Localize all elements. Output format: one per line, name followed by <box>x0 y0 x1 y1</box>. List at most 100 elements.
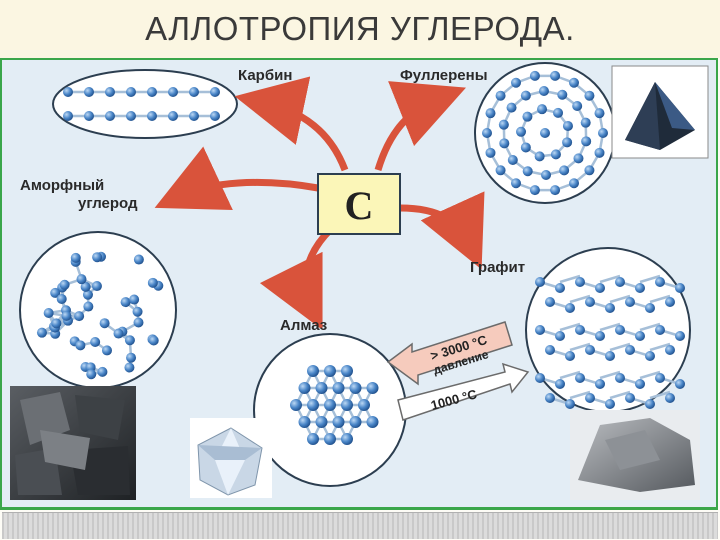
atom-bond <box>599 370 621 380</box>
label-graphite: Графит <box>470 259 525 276</box>
carbon-atom <box>511 77 521 88</box>
atom-bond <box>649 390 671 400</box>
carbon-atom <box>83 301 94 312</box>
carbon-atom <box>545 393 555 403</box>
carbon-atom <box>147 87 157 97</box>
carbon-atom <box>594 108 605 119</box>
carbon-atom <box>520 142 531 153</box>
atom-bond <box>569 342 591 352</box>
carbon-atom <box>655 373 665 383</box>
carbon-atom <box>324 433 336 445</box>
carbon-atom <box>332 416 345 428</box>
carbon-atom <box>498 119 509 130</box>
carbon-atom <box>529 185 540 196</box>
graphite-layers <box>535 274 685 409</box>
arrow-to-diamond <box>259 227 333 331</box>
atom-bond <box>639 322 661 332</box>
carbon-atom <box>595 331 605 341</box>
carbon-atom <box>485 147 496 158</box>
carbon-atom <box>148 335 159 346</box>
diamond-gem-image <box>190 418 272 498</box>
carbon-atom <box>132 306 143 317</box>
carbon-atom <box>511 178 521 189</box>
carbon-atom <box>91 281 102 292</box>
carbon-atom <box>105 111 115 121</box>
carbon-atom <box>625 393 635 403</box>
carbyne-chains <box>63 87 220 121</box>
carbyne-ellipse <box>52 69 238 139</box>
transformation-arrows <box>154 76 485 331</box>
carbon-atom <box>495 90 506 101</box>
carbon-atom <box>349 416 362 428</box>
carbon-atom <box>615 373 625 383</box>
carbon-atom <box>555 331 565 341</box>
title-bar: АЛЛОТРОПИЯ УГЛЕРОДА. <box>0 0 720 58</box>
carbon-atom <box>534 151 545 162</box>
carbon-atom <box>625 345 635 355</box>
carbon-atom <box>70 252 81 263</box>
carbon-atom <box>105 87 115 97</box>
label-fullerenes: Фуллерены <box>400 67 488 84</box>
carbon-box <box>317 173 401 235</box>
carbon-atom <box>298 382 311 394</box>
carbon-atom <box>189 111 199 121</box>
carbon-atom <box>59 279 70 290</box>
carbon-atom <box>569 77 579 88</box>
carbon-atom <box>550 185 561 196</box>
atom-bond <box>559 274 581 284</box>
carbon-atom <box>86 369 97 380</box>
carbon-atom <box>625 297 635 307</box>
carbon-atom <box>298 416 311 428</box>
carbon-atom <box>482 128 492 138</box>
fullerite-crystal-image <box>611 65 709 159</box>
carbon-atom <box>76 274 87 285</box>
carbon-atom <box>101 345 112 356</box>
carbon-atom <box>189 87 199 97</box>
carbon-atom <box>126 87 136 97</box>
carbon-atom <box>675 331 685 341</box>
carbon-atom <box>315 416 328 428</box>
carbon-atom <box>113 328 124 339</box>
carbon-atom <box>565 399 575 409</box>
carbon-atom <box>615 325 625 335</box>
carbon-atom <box>520 90 531 101</box>
carbon-atom <box>645 351 655 361</box>
carbon-atom <box>605 351 615 361</box>
carbon-atom <box>665 297 675 307</box>
carbon-atom <box>366 416 379 428</box>
carbon-atom <box>516 126 527 137</box>
carbon-atom <box>605 399 615 409</box>
carbon-atom <box>80 281 91 292</box>
carbon-atom <box>341 399 353 411</box>
carbon-atom <box>56 293 67 304</box>
carbon-atom <box>559 165 570 176</box>
carbon-atom <box>124 362 135 373</box>
carbon-atom <box>550 70 561 81</box>
amorphous-network <box>36 251 164 380</box>
carbon-atom <box>550 149 561 160</box>
carbon-atom <box>538 86 549 97</box>
carbon-atom <box>584 165 595 176</box>
carbon-atom <box>645 399 655 409</box>
atom-bond <box>599 274 621 284</box>
carbon-atom <box>645 303 655 313</box>
carbon-atom <box>594 147 605 158</box>
atom-bond <box>569 390 591 400</box>
carbon-atom <box>75 340 86 351</box>
carbon-atom <box>522 111 533 122</box>
carbon-atom <box>43 307 54 318</box>
atom-bond <box>649 294 671 304</box>
carbon-atom <box>147 277 158 288</box>
carbon-atom <box>545 297 555 307</box>
carbon-atom <box>535 373 545 383</box>
carbon-atom <box>553 107 564 118</box>
carbon-atom <box>332 382 345 394</box>
carbon-symbol: C <box>345 183 374 228</box>
atom-bond <box>609 294 631 304</box>
bottom-strip <box>2 512 718 539</box>
carbon-atom <box>565 351 575 361</box>
atom-bond <box>639 370 661 380</box>
arrow-to-carbyne <box>234 76 349 172</box>
carbon-atom <box>82 289 93 300</box>
